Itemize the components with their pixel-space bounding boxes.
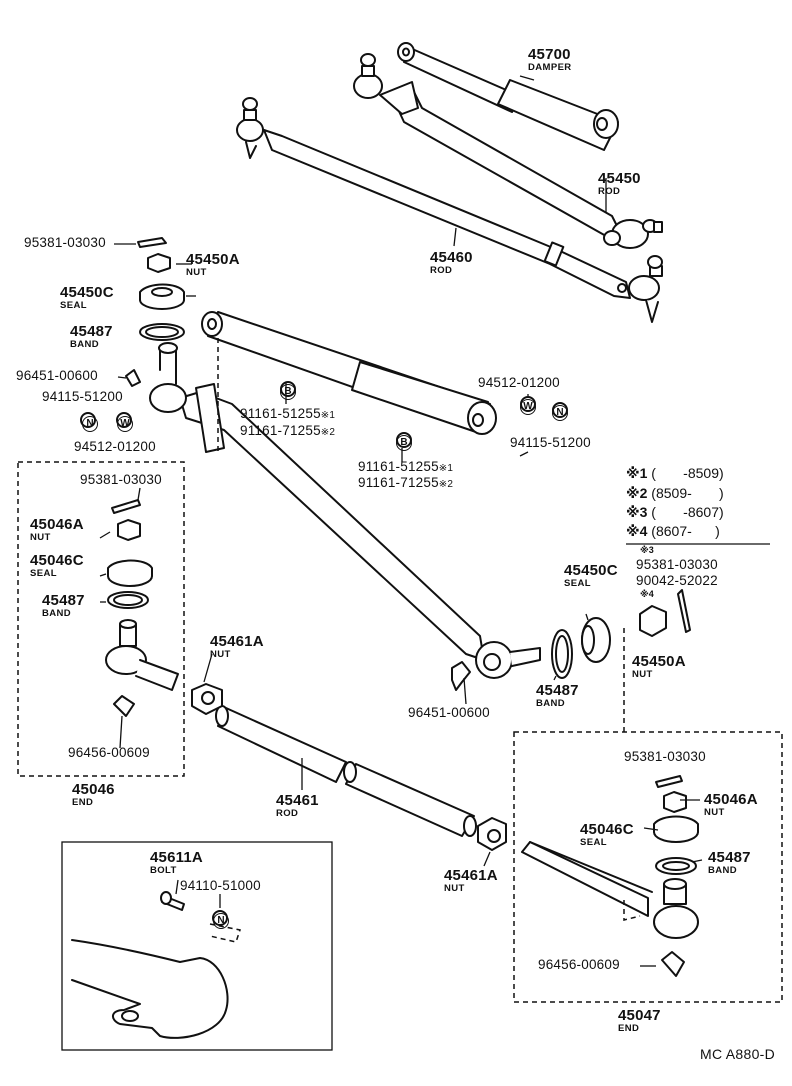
grease-fitting-label-mid: 96451-00600 (408, 705, 490, 720)
bolt-label-lower-1: 91161-51255※1 (358, 459, 454, 474)
rod-45450-drawing (353, 53, 663, 249)
damper-top-drawing (397, 42, 619, 151)
cotter-90042-right: 90042-52022 (636, 573, 718, 588)
nut-symbol-left: N (82, 414, 98, 432)
left-box-parts-drawing (105, 499, 179, 717)
left-box-cotter-label: 95381-03030 (80, 472, 162, 487)
left-box-grease-label: 96456-00609 (68, 745, 150, 760)
washer-94512-label-right: 94512-01200 (478, 375, 560, 390)
bottom-detail-drawing (71, 891, 229, 1039)
washer-symbol-right: W (520, 397, 536, 415)
rod-45460-drawing (236, 97, 663, 323)
diagram-reference-code: MC A880-D (700, 1046, 776, 1062)
right-box-frame (513, 731, 783, 1003)
legend-row-4: ※4 (8607- ) (626, 523, 720, 539)
right-box-grease-label: 96456-00609 (538, 957, 620, 972)
bolt-symbol-upper: B (280, 382, 296, 400)
main-rod-drawing (149, 342, 541, 679)
main-damper-drawing (201, 311, 497, 435)
nut-94110-label: 94110-51000 (180, 878, 261, 893)
legend-row-3: ※3 ( -8607) (626, 504, 724, 520)
right-box-parts-drawing (521, 775, 699, 977)
cotter-pin-label-top: 95381-03030 (24, 235, 106, 250)
bottom-box-frame (61, 841, 333, 1051)
bolt-label-lower-2: 91161-71255※2 (358, 475, 454, 490)
cotter-95381-right: 95381-03030 (636, 557, 718, 572)
bolt-symbol-lower: B (396, 433, 412, 451)
bolt-label-upper-1: 91161-51255※1 (240, 406, 336, 421)
nut-94115-label-right: 94115-51200 (510, 435, 591, 450)
right-parts-drawing (451, 589, 691, 691)
washer-symbol-left: W (117, 414, 133, 432)
bolt-label-upper-2: 91161-71255※2 (240, 423, 336, 438)
nut-symbol-bottom: N (213, 911, 229, 929)
nut-symbol-right: N (552, 403, 568, 421)
top-small-parts-drawing (125, 237, 185, 387)
leader-lines (61, 75, 770, 1051)
left-box-frame (17, 461, 185, 777)
mark3-tag: ※3 (640, 545, 654, 555)
right-box-cotter-label: 95381-03030 (624, 749, 706, 764)
dashed-guides (17, 338, 783, 1003)
washer-94512-label-left: 94512-01200 (74, 439, 156, 454)
grease-fitting-label-top: 96451-00600 (16, 368, 98, 383)
mark4-tag: ※4 (640, 589, 654, 599)
nut-94115-label-left: 94115-51200 (42, 389, 123, 404)
legend-row-2: ※2 (8509- ) (626, 485, 724, 501)
legend-row-1: ※1 ( -8509) (626, 465, 724, 481)
rod-45461-drawing (191, 683, 507, 851)
